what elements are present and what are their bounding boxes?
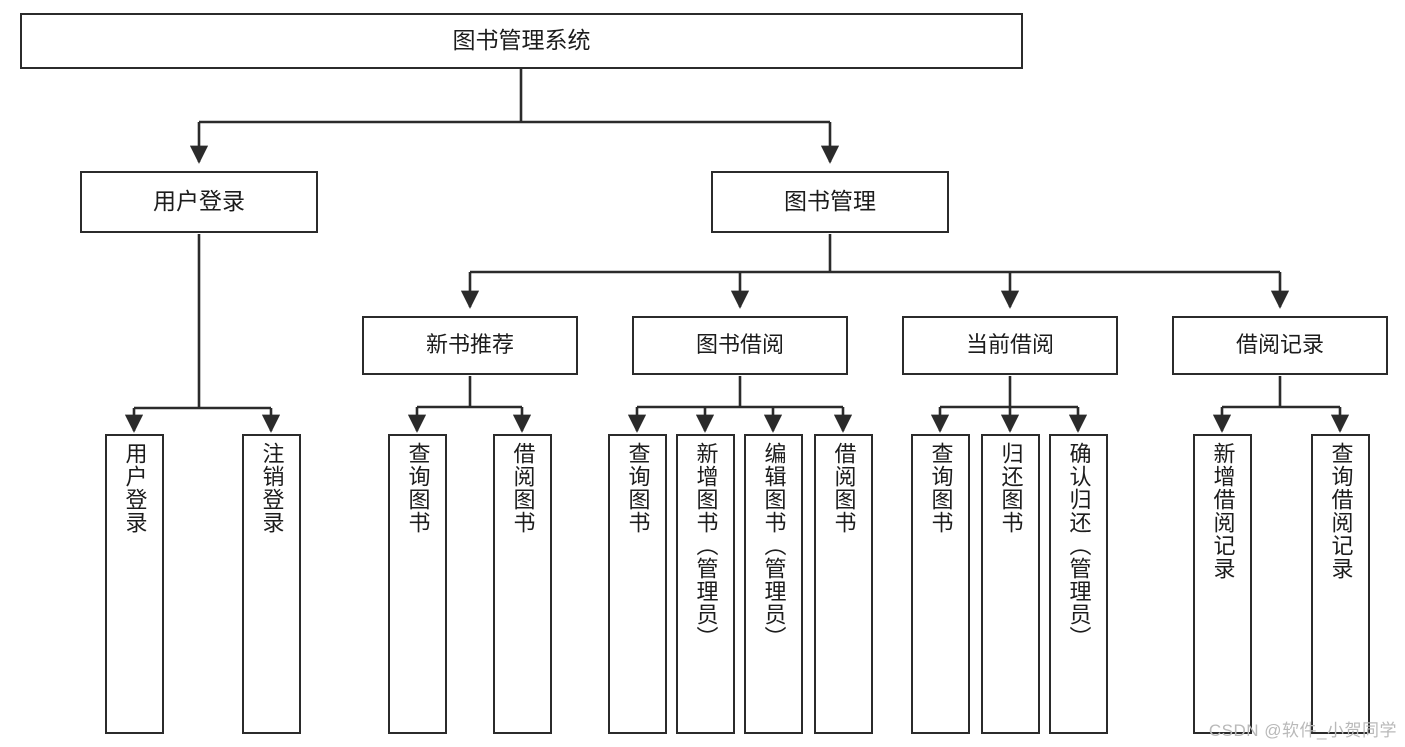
leaf-user-login[interactable]: 用户登录 (105, 434, 164, 734)
leaf-user-login-label: 用户登录 (122, 442, 148, 534)
node-book-borrow[interactable]: 图书借阅 (632, 316, 848, 375)
leaf-borrow-book-label: 借阅图书 (831, 442, 857, 534)
leaf-return-book-label: 归还图书 (998, 442, 1024, 534)
node-book-borrow-label: 图书借阅 (695, 332, 784, 358)
csdn-watermark: CSDN @软件_小贺同学 (1208, 721, 1397, 740)
leaf-logout[interactable]: 注销登录 (242, 434, 301, 734)
leaf-add-book-admin-label: 新增图书（管理员） (693, 442, 719, 649)
leaf-borrow-book-recommend-label: 借阅图书 (510, 442, 536, 534)
node-borrow-record-label: 借阅记录 (1235, 332, 1324, 358)
node-borrow-record[interactable]: 借阅记录 (1172, 316, 1388, 375)
leaf-query-book-recommend[interactable]: 查询图书 (388, 434, 447, 734)
node-new-book-recommend[interactable]: 新书推荐 (362, 316, 578, 375)
leaf-query-book-borrow-label: 查询图书 (625, 442, 651, 534)
node-book-management[interactable]: 图书管理 (711, 171, 949, 233)
leaf-confirm-return-admin-label: 确认归还（管理员） (1066, 442, 1092, 649)
node-root-book-management-system[interactable]: 图书管理系统 (20, 13, 1023, 69)
node-root-label: 图书管理系统 (452, 27, 591, 54)
leaf-query-borrow-record[interactable]: 查询借阅记录 (1311, 434, 1370, 734)
leaf-add-book-admin[interactable]: 新增图书（管理员） (676, 434, 735, 734)
leaf-add-borrow-record-label: 新增借阅记录 (1210, 442, 1236, 580)
node-book-management-label: 图书管理 (784, 188, 876, 215)
leaf-borrow-book-recommend[interactable]: 借阅图书 (493, 434, 552, 734)
leaf-add-borrow-record[interactable]: 新增借阅记录 (1193, 434, 1252, 734)
leaf-query-book-borrow[interactable]: 查询图书 (608, 434, 667, 734)
leaf-confirm-return-admin[interactable]: 确认归还（管理员） (1049, 434, 1108, 734)
leaf-edit-book-admin[interactable]: 编辑图书（管理员） (744, 434, 803, 734)
leaf-borrow-book[interactable]: 借阅图书 (814, 434, 873, 734)
node-current-borrow-label: 当前借阅 (965, 332, 1054, 358)
leaf-query-book-recommend-label: 查询图书 (405, 442, 431, 534)
leaf-return-book[interactable]: 归还图书 (981, 434, 1040, 734)
node-current-borrow[interactable]: 当前借阅 (902, 316, 1118, 375)
node-user-login[interactable]: 用户登录 (80, 171, 318, 233)
node-new-book-recommend-label: 新书推荐 (425, 332, 514, 358)
leaf-query-book-current[interactable]: 查询图书 (911, 434, 970, 734)
leaf-edit-book-admin-label: 编辑图书（管理员） (761, 442, 787, 649)
leaf-logout-label: 注销登录 (259, 442, 285, 534)
leaf-query-borrow-record-label: 查询借阅记录 (1328, 442, 1354, 580)
node-user-login-label: 用户登录 (153, 188, 245, 215)
leaf-query-book-current-label: 查询图书 (928, 442, 954, 534)
